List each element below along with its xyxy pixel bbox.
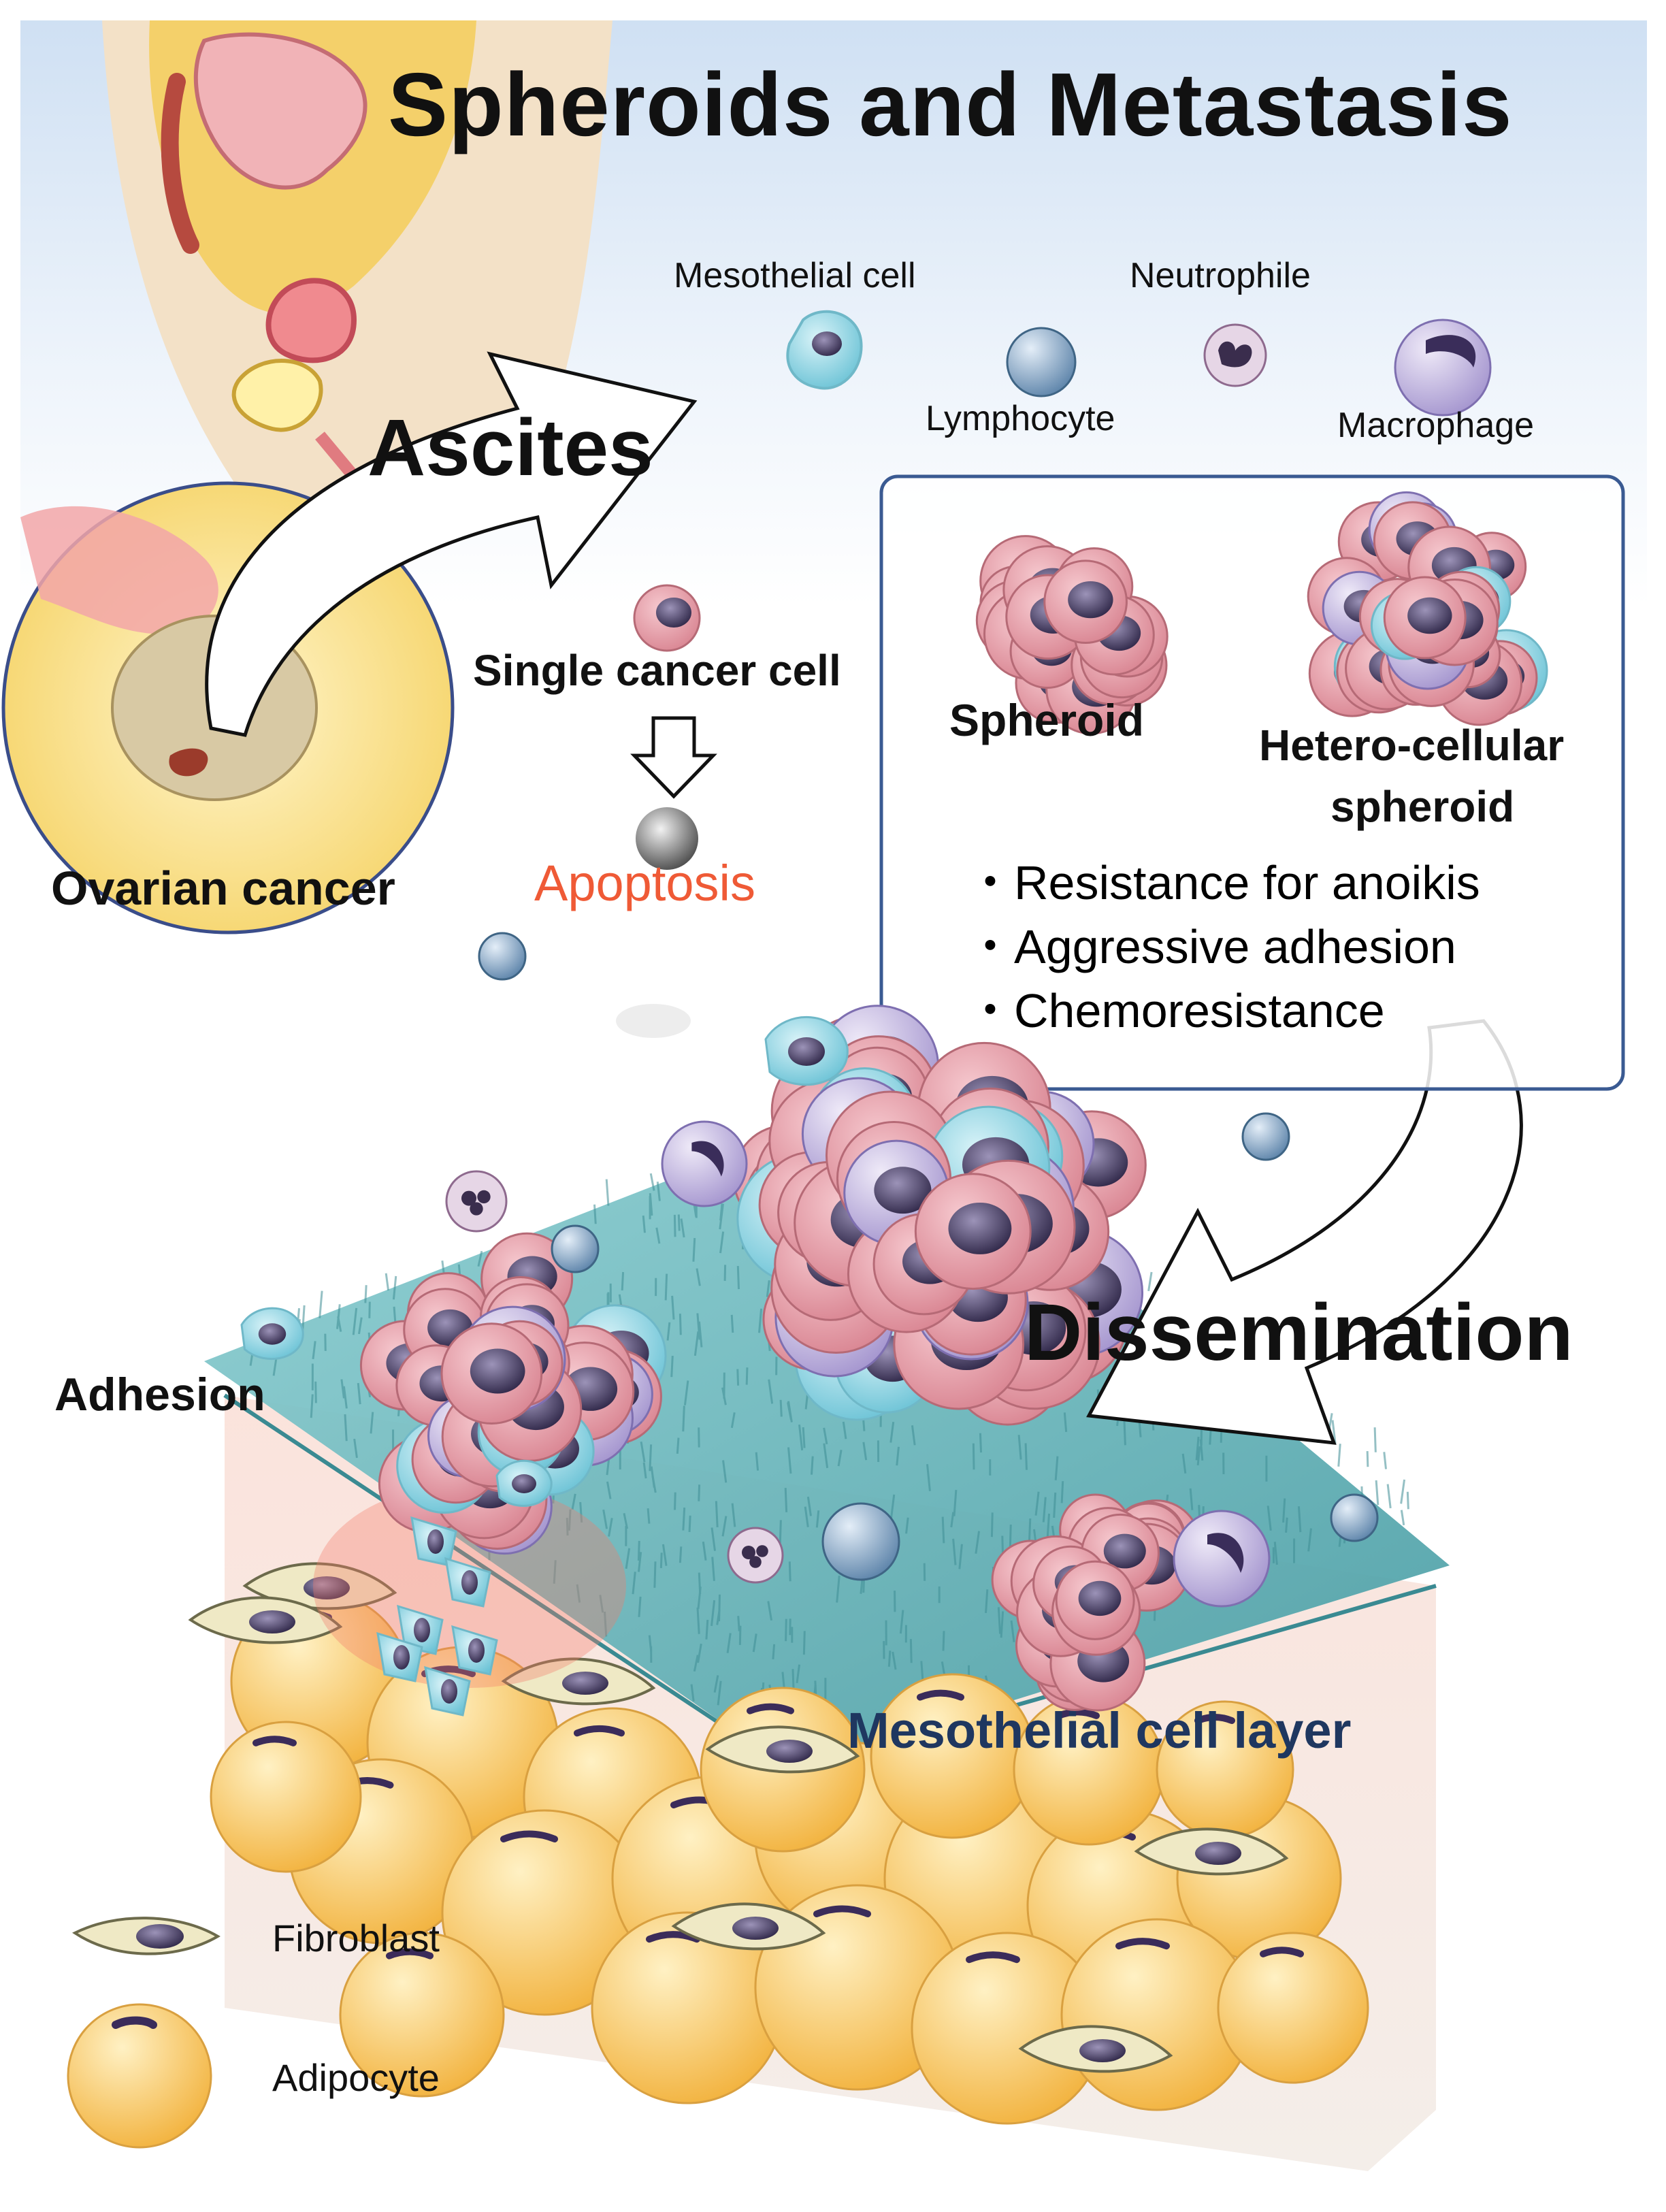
figure-title: Spheroids and Metastasis <box>388 53 1512 156</box>
spheroid-label: Spheroid <box>949 694 1144 746</box>
hetero-spheroid-label: spheroid <box>1330 781 1514 832</box>
property-item: ・Aggressive adhesion <box>966 915 1480 979</box>
ascites-arrow-label: Ascites <box>368 402 653 494</box>
spheroid-properties-list: ・Resistance for anoikis ・Aggressive adhe… <box>966 851 1480 1043</box>
ovarian-cancer-label: Ovarian cancer <box>51 861 395 915</box>
down-arrow-icon <box>634 718 713 796</box>
mesothelial-cell-label: Mesothelial cell <box>674 255 916 296</box>
property-item: ・Resistance for anoikis <box>966 851 1480 915</box>
property-item: ・Chemoresistance <box>966 979 1480 1043</box>
lymphocyte <box>823 1503 899 1580</box>
macrophage-label: Macrophage <box>1337 405 1534 446</box>
adipocyte <box>211 1722 361 1872</box>
neutrophile-label: Neutrophile <box>1130 255 1311 296</box>
neutrophile <box>728 1528 783 1582</box>
neutrophile <box>446 1171 506 1231</box>
lymphocyte <box>1331 1495 1377 1541</box>
hetero-cellular-label: Hetero-cellular <box>1259 720 1564 770</box>
neutrophile-icon <box>1205 325 1266 386</box>
lymphocyte <box>1243 1113 1289 1160</box>
faded-apoptotic-cell <box>616 1004 691 1038</box>
lymphocyte-icon <box>1007 328 1075 396</box>
macrophage-icon <box>1395 320 1490 415</box>
dissemination-arrow-label: Dissemination <box>1024 1286 1573 1379</box>
apoptosis-label: Apoptosis <box>534 854 755 912</box>
macrophage <box>1174 1511 1269 1606</box>
fibroblast-icon <box>75 1918 218 1954</box>
lymphocyte <box>479 933 525 979</box>
adhesion-label: Adhesion <box>54 1368 265 1421</box>
single-cancer-cell-label: Single cancer cell <box>473 645 841 696</box>
single-cancer-cell-icon <box>634 585 700 651</box>
legend-adipocyte-label: Adipocyte <box>272 2055 440 2100</box>
mesothelial-layer-label: Mesothelial cell layer <box>847 1702 1351 1759</box>
legend-fibroblast-label: Fibroblast <box>272 1916 440 1960</box>
macrophage <box>662 1122 747 1206</box>
lymphocyte <box>552 1226 598 1272</box>
adipocyte-icon <box>68 2004 211 2147</box>
lymphocyte-label: Lymphocyte <box>926 398 1115 439</box>
adipocyte <box>1218 1933 1368 2083</box>
